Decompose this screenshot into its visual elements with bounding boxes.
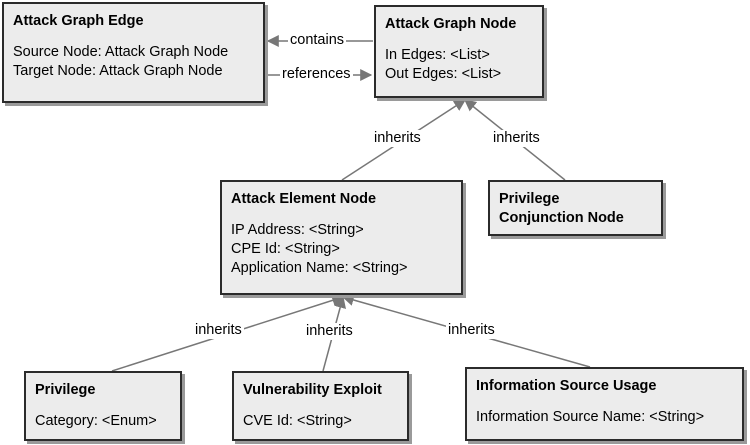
inherits-label-vulnerability: inherits (304, 323, 355, 340)
inherits-label-privilege: inherits (193, 322, 244, 339)
cve-id-attribute: CVE Id: <String> (243, 413, 352, 429)
privilege-title: Privilege (35, 382, 96, 398)
information-source-name-attribute: Information Source Name: <String> (476, 409, 705, 425)
source-node-attribute: Source Node: Attack Graph Node (13, 44, 229, 60)
privilege-conjunction-node-box: Privilege Conjunction Node (488, 180, 663, 236)
attack-graph-edge-title: Attack Graph Edge (13, 13, 144, 29)
in-edges-attribute: In Edges: <List> (385, 47, 490, 63)
privilege-conjunction-node-title-line-1: Privilege (499, 191, 560, 207)
cpe-id-attribute: CPE Id: <String> (231, 241, 340, 257)
vulnerability-exploit-title: Vulnerability Exploit (243, 382, 382, 398)
attack-element-node-box: Attack Element Node IP Address: <String>… (220, 180, 463, 295)
inherits-label-attack-element: inherits (372, 130, 423, 147)
privilege-conjunction-node-title-line-2: Conjunction Node (499, 210, 624, 226)
inherits-label-information-source: inherits (446, 322, 497, 339)
references-label: references (280, 66, 353, 83)
contains-label: contains (288, 32, 347, 49)
attack-element-node-title: Attack Element Node (231, 191, 377, 207)
ip-address-attribute: IP Address: <String> (231, 222, 364, 238)
target-node-attribute: Target Node: Attack Graph Node (13, 63, 223, 79)
category-attribute: Category: <Enum> (35, 413, 157, 429)
information-source-usage-title: Information Source Usage (476, 378, 657, 394)
out-edges-attribute: Out Edges: <List> (385, 66, 502, 82)
information-source-usage-box: Information Source Usage Information Sou… (465, 367, 744, 441)
vulnerability-exploit-box: Vulnerability Exploit CVE Id: <String> (232, 371, 409, 441)
attack-graph-edge-box: Attack Graph Edge Source Node: Attack Gr… (2, 2, 265, 103)
attack-graph-node-box: Attack Graph Node In Edges: <List> Out E… (374, 5, 544, 98)
attack-graph-node-title: Attack Graph Node (385, 16, 517, 32)
privilege-box: Privilege Category: <Enum> (24, 371, 182, 441)
application-name-attribute: Application Name: <String> (231, 260, 408, 276)
inherits-label-conjunction: inherits (491, 130, 542, 147)
